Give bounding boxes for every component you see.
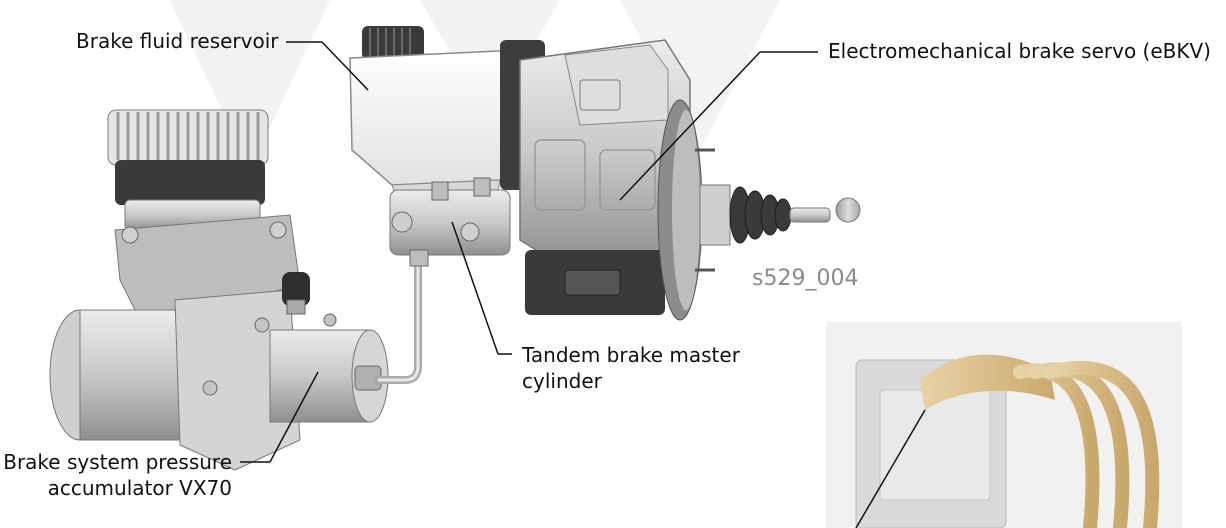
label-brake-system-pressure-accumulator: Brake system pressure accumulator VX70 bbox=[0, 449, 232, 501]
label-tandem-line-2: cylinder bbox=[522, 369, 602, 393]
label-tandem-brake-master-cylinder: Tandem brake master cylinder bbox=[522, 342, 740, 394]
control-unit-image bbox=[826, 322, 1182, 528]
label-electromechanical-brake-servo: Electromechanical brake servo (eBKV) bbox=[828, 39, 1211, 63]
label-accumulator-line-2: accumulator VX70 bbox=[47, 476, 232, 500]
brake-servo-assembly bbox=[349, 26, 861, 321]
label-tandem-line-1: Tandem brake master bbox=[522, 343, 740, 367]
label-brake-fluid-reservoir: Brake fluid reservoir bbox=[76, 29, 279, 53]
label-accumulator-line-1: Brake system pressure bbox=[3, 450, 232, 474]
pressure-accumulator-assembly bbox=[49, 109, 389, 471]
figure-code: s529_004 bbox=[752, 266, 859, 291]
leader-control-unit bbox=[855, 409, 926, 528]
leader-lines bbox=[240, 41, 926, 528]
